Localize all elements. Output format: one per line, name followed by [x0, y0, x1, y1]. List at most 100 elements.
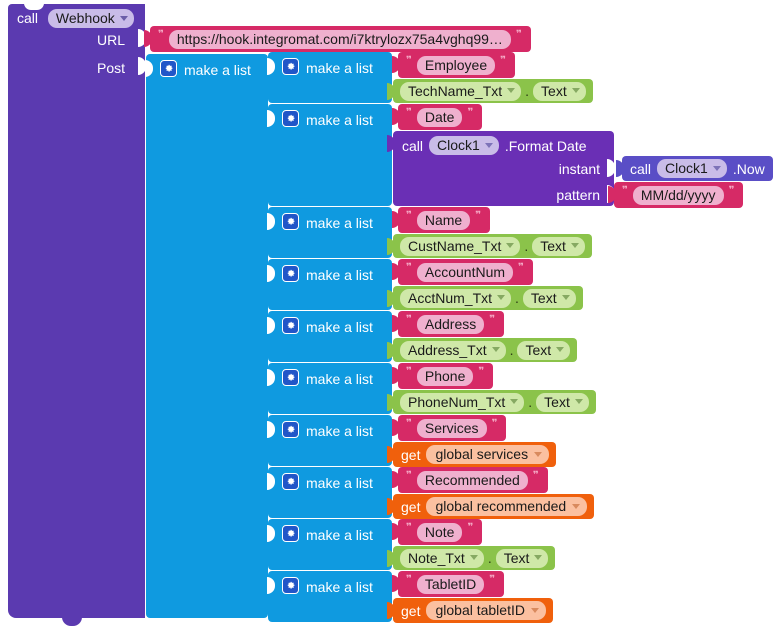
mutator-gear-icon[interactable] [282, 421, 299, 438]
close-quote-icon: ❞ [475, 210, 482, 221]
url-string-block[interactable]: ❞ https://hook.integromat.com/i7ktrylozx… [144, 26, 531, 52]
pair-key-value[interactable]: TabletID [416, 574, 485, 594]
clock-component-dropdown[interactable]: Clock1 [657, 159, 727, 178]
pair-key-string-block[interactable]: ❞ AccountNum ❞ [392, 259, 533, 285]
get-global-variable-block[interactable]: get global recommended [387, 494, 595, 519]
chevron-down-icon [574, 399, 583, 404]
pair-key-value[interactable]: AccountNum [416, 262, 514, 282]
component-property-block[interactable]: CustName_Txt . Text [387, 234, 592, 258]
component-property-block[interactable]: PhoneNum_Txt . Text [387, 390, 596, 414]
property-dropdown[interactable]: Text [495, 548, 549, 568]
component-dropdown[interactable]: Address_Txt [400, 340, 506, 360]
pair-key-string-block[interactable]: ❞ TabletID ❞ [392, 571, 505, 597]
global-variable-dropdown[interactable]: global services [426, 445, 550, 464]
component-dropdown[interactable]: Note_Txt [400, 548, 484, 568]
pair-key-value[interactable]: Employee [416, 55, 496, 75]
mutator-gear-icon[interactable] [160, 60, 177, 77]
component-dropdown[interactable]: AcctNum_Txt [400, 288, 512, 308]
mutator-gear-icon[interactable] [282, 213, 299, 230]
open-quote-icon: ❞ [406, 574, 412, 585]
property-dot-separator: . [525, 83, 530, 99]
component-dropdown[interactable]: TechName_Txt [400, 81, 522, 101]
clock-component-dropdown[interactable]: Clock1 [429, 136, 499, 155]
pair-key-value[interactable]: Date [416, 107, 463, 127]
pair-key-string-block[interactable]: ❞ Employee ❞ [392, 52, 516, 78]
make-a-list-label: make a list [306, 423, 373, 439]
open-quote-icon: ❞ [158, 29, 164, 40]
make-a-list-block[interactable]: make a list [267, 259, 392, 310]
pair-key-value[interactable]: Name [416, 210, 471, 230]
open-quote-icon: ❞ [406, 418, 412, 429]
component-dropdown[interactable]: PhoneNum_Txt [400, 392, 525, 412]
pair-key-string-block[interactable]: ❞ Name ❞ [392, 207, 491, 233]
mutator-gear-icon[interactable] [282, 265, 299, 282]
close-quote-icon: ❞ [728, 185, 735, 196]
pair-key-value[interactable]: Recommended [416, 470, 528, 490]
get-global-variable-block[interactable]: get global tabletID [387, 598, 553, 623]
make-a-list-block[interactable]: make a list [267, 311, 392, 362]
make-a-list-label: make a list [306, 527, 373, 543]
pattern-string-block[interactable]: ❞ MM/dd/yyyy ❞ [608, 182, 744, 208]
pair-key-string-block[interactable]: ❞ Services ❞ [392, 415, 507, 441]
pair-key-value[interactable]: Address [416, 314, 485, 334]
call-webhook-block[interactable]: call Webhook URL Post [8, 3, 146, 626]
chevron-down-icon [570, 243, 579, 248]
mutator-gear-icon[interactable] [282, 525, 299, 542]
clock-format-date-block[interactable]: call Clock1 .Format Date instant pattern [387, 131, 615, 206]
pattern-string-value[interactable]: MM/dd/yyyy [632, 185, 724, 205]
webhook-component-dropdown[interactable]: Webhook [47, 9, 134, 28]
component-property-block[interactable]: Note_Txt . Text [387, 546, 556, 570]
make-a-list-outer-block[interactable]: make a list [145, 54, 268, 618]
format-date-method-label: .Format Date [504, 137, 587, 154]
close-quote-icon: ❞ [467, 107, 474, 118]
component-property-block[interactable]: Address_Txt . Text [387, 338, 578, 362]
open-quote-icon: ❞ [406, 314, 412, 325]
make-a-list-block[interactable]: make a list [267, 467, 392, 518]
make-a-list-block[interactable]: make a list [267, 519, 392, 570]
mutator-gear-icon[interactable] [282, 473, 299, 490]
property-dropdown[interactable]: Text [533, 81, 586, 101]
make-a-list-block[interactable]: make a list [267, 52, 392, 103]
make-a-list-block[interactable]: make a list [267, 207, 392, 258]
make-a-list-block[interactable]: make a list [267, 104, 392, 206]
component-dropdown[interactable]: CustName_Txt [400, 236, 521, 256]
clock-now-block[interactable]: call Clock1 .Now [616, 156, 773, 181]
mutator-gear-icon[interactable] [282, 369, 299, 386]
property-dropdown[interactable]: Text [536, 392, 589, 412]
make-a-list-block[interactable]: make a list [267, 571, 392, 622]
property-dropdown[interactable]: Text [517, 340, 571, 360]
pair-key-value[interactable]: Services [416, 418, 487, 438]
pair-key-string-block[interactable]: ❞ Recommended ❞ [392, 467, 548, 493]
make-a-list-block[interactable]: make a list [267, 363, 392, 414]
mutator-gear-icon[interactable] [282, 317, 299, 334]
component-property-block[interactable]: TechName_Txt . Text [387, 79, 593, 103]
make-a-list-block[interactable]: make a list [267, 415, 392, 466]
property-dot-separator: . [509, 342, 514, 358]
url-string-value[interactable]: https://hook.integromat.com/i7ktrylozx75… [168, 29, 511, 49]
pair-key-string-block[interactable]: ❞ Address ❞ [392, 311, 505, 337]
chevron-down-icon [497, 295, 506, 300]
mutator-gear-icon[interactable] [282, 110, 299, 127]
property-dropdown[interactable]: Text [522, 288, 576, 308]
socket-notch-instant [607, 159, 615, 177]
global-variable-dropdown[interactable]: global tabletID [426, 601, 546, 620]
pattern-socket-label: pattern [556, 187, 600, 203]
list-left-notch [267, 421, 275, 438]
mutator-gear-icon[interactable] [282, 58, 299, 75]
global-variable-dropdown[interactable]: global recommended [426, 497, 588, 516]
component-property-block[interactable]: AcctNum_Txt . Text [387, 286, 583, 310]
pair-key-string-block[interactable]: ❞ Note ❞ [392, 519, 483, 545]
pair-key-string-block[interactable]: ❞ Phone ❞ [392, 363, 494, 389]
pair-key-string-block[interactable]: ❞ Date ❞ [392, 104, 483, 130]
list-left-notch [267, 317, 275, 334]
mutator-gear-icon[interactable] [282, 577, 299, 594]
chevron-down-icon [491, 347, 500, 352]
get-global-variable-block[interactable]: get global services [387, 442, 557, 467]
property-dropdown[interactable]: Text [532, 236, 585, 256]
pair-key-value[interactable]: Note [416, 522, 463, 542]
chevron-down-icon [534, 555, 543, 560]
pair-key-value[interactable]: Phone [416, 366, 474, 386]
close-quote-icon: ❞ [489, 574, 496, 585]
open-quote-icon: ❞ [622, 185, 628, 196]
